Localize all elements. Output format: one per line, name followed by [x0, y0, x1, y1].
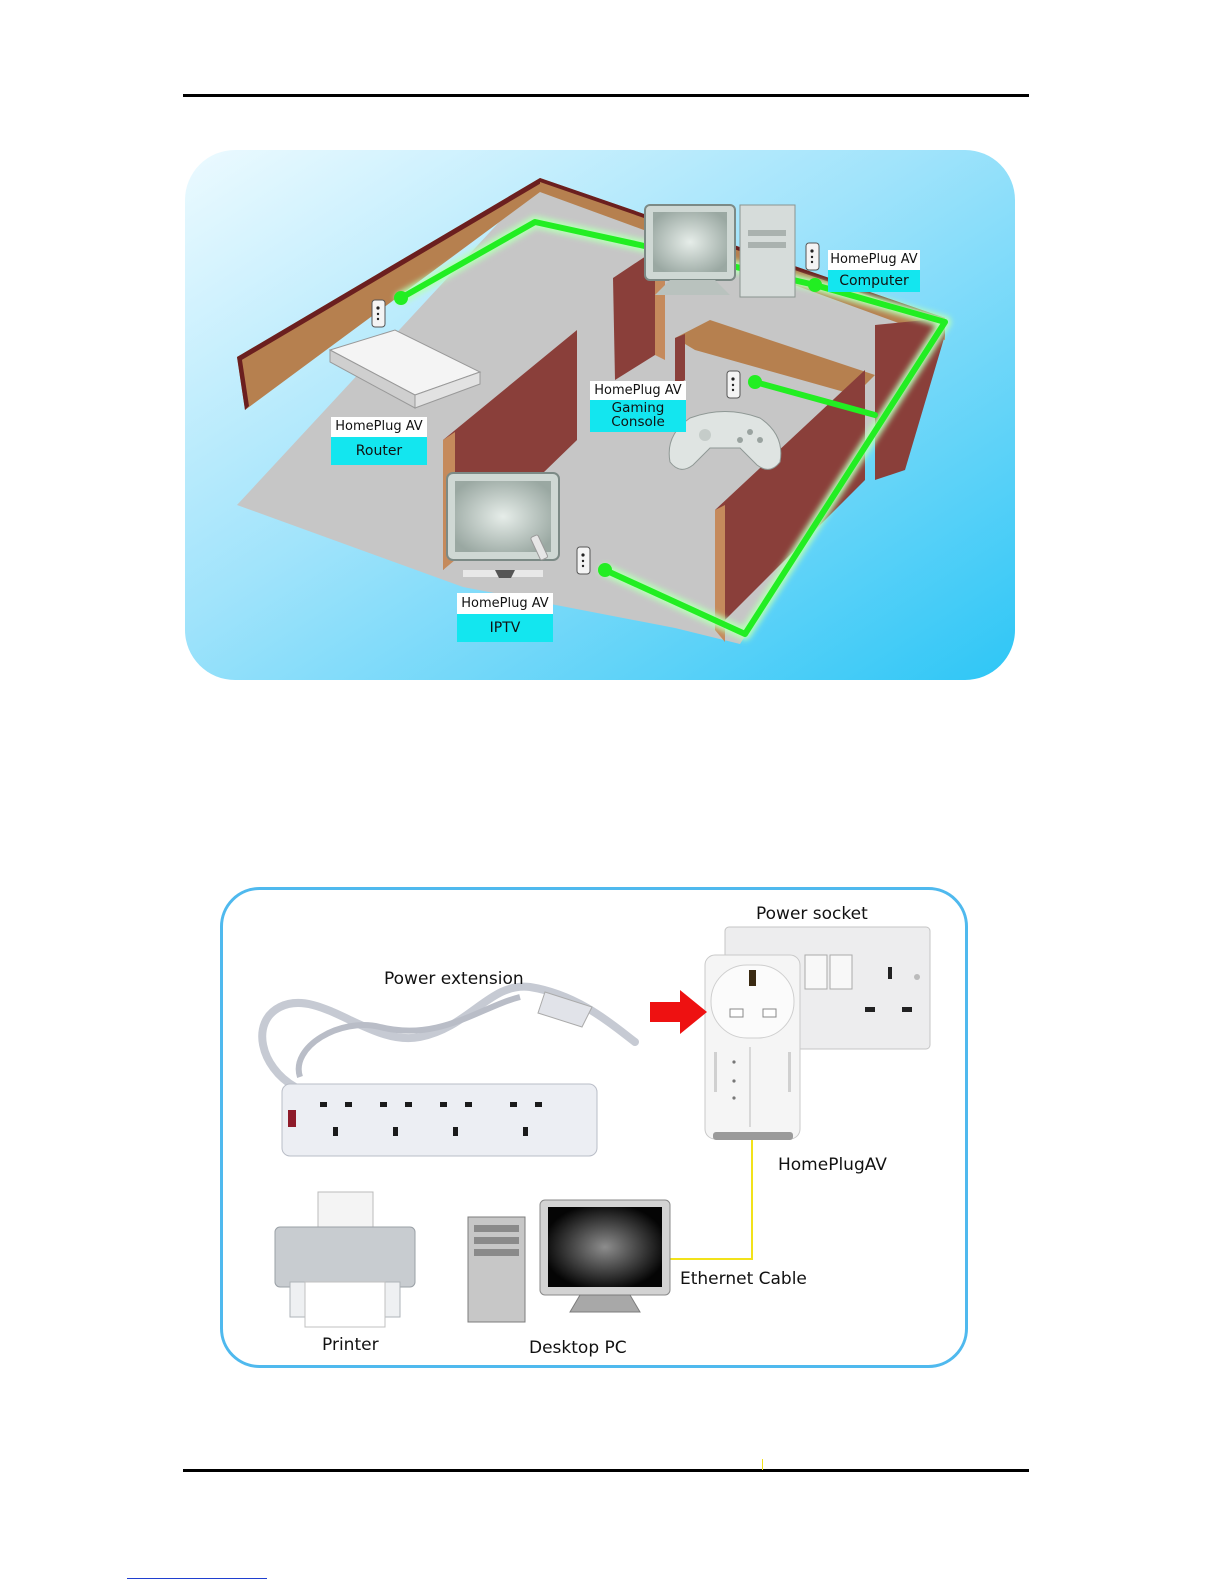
iptv-label-top: HomePlug AV [457, 593, 553, 614]
power-extension-caption: Power extension [384, 969, 524, 989]
setup-illustration [220, 887, 968, 1368]
adapter-computer [806, 243, 819, 270]
wall-console-room-end [675, 334, 685, 386]
adapter-iptv [577, 547, 590, 574]
computer-label-bottom: Computer [828, 270, 920, 292]
footer-link-underline [127, 1578, 267, 1579]
adapter-console [727, 371, 740, 398]
iptv-label-bottom: IPTV [457, 614, 553, 642]
homeplugav-caption: HomePlugAV [778, 1155, 887, 1175]
router-label-top: HomePlug AV [331, 417, 427, 437]
header-rule [183, 94, 1029, 97]
homeplug-setup-diagram: Power socket Power extension HomePlugAV … [220, 887, 968, 1368]
adapter-router [372, 300, 385, 327]
power-socket-caption: Power socket [756, 904, 868, 924]
footer-rule [183, 1469, 1029, 1472]
router-label-bottom: Router [331, 437, 427, 465]
ethernet-cable-caption: Ethernet Cable [680, 1269, 807, 1289]
homeplug-adapter [705, 955, 800, 1140]
computer-label-top: HomePlug AV [828, 250, 920, 270]
printer-caption: Printer [322, 1335, 379, 1355]
footer-tick [762, 1459, 763, 1470]
homeplug-network-diagram: HomePlug AV Router HomePlug AV Computer … [185, 150, 1015, 680]
console-label-top: HomePlug AV [590, 381, 686, 400]
console-label-bottom: Gaming Console [590, 400, 686, 432]
desktop-pc-caption: Desktop PC [529, 1338, 627, 1358]
